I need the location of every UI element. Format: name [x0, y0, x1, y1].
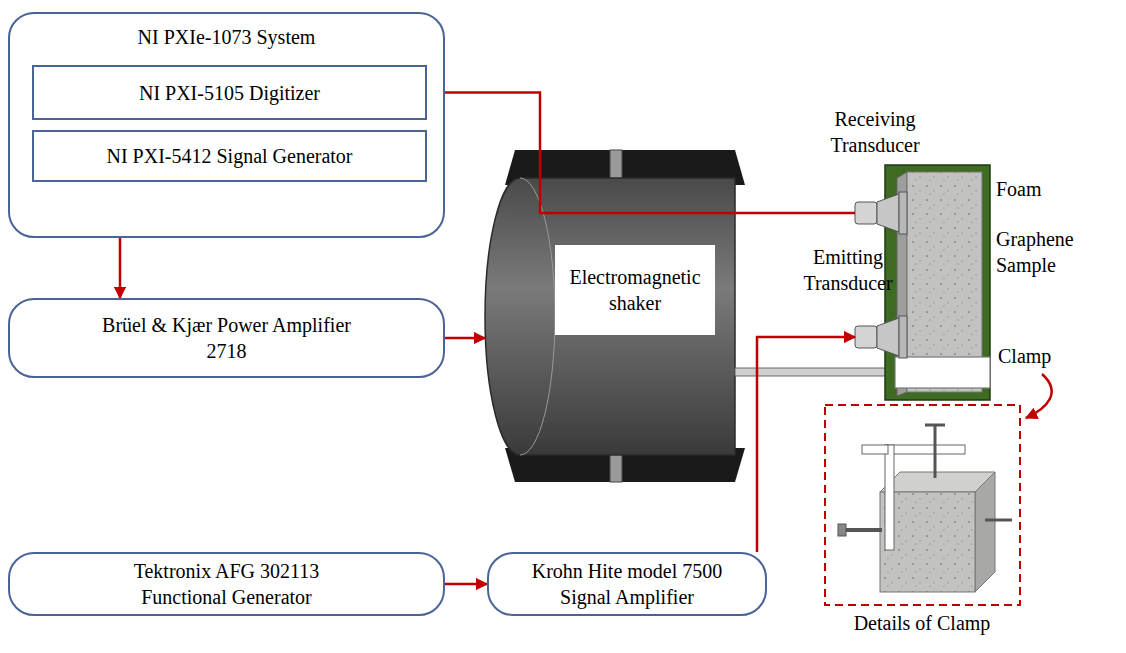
part-label: Clamp — [998, 343, 1068, 369]
amplifier-box: Brüel & Kjær Power Amplifier 2718 — [8, 298, 445, 378]
receiving-transducer-symbol — [855, 192, 907, 234]
signal-arrow — [119, 238, 122, 298]
clamp-bar — [895, 357, 990, 388]
node-text: Krohn Hite model 7500 Signal Amplifier — [512, 558, 742, 610]
part-label: Foam — [996, 176, 1076, 202]
signal-arrow — [445, 337, 485, 340]
node-text: Receiving Transducer — [820, 106, 930, 158]
part-label: Graphene Sample — [996, 226, 1106, 278]
emitting-transducer-symbol — [855, 316, 907, 358]
transducer-node: Emitting Transducer — [855, 316, 907, 358]
node-text: Emitting Transducer — [793, 244, 903, 296]
node-text: NI PXIe-1073 System — [138, 24, 316, 50]
generator-box: Tektronix AFG 302113 Functional Generato… — [8, 552, 445, 616]
node-text: NI PXI-5412 Signal Generator — [106, 143, 352, 169]
node-text: Brüel & Kjær Power Amplifier 2718 — [97, 312, 357, 364]
shaker-face — [520, 178, 555, 455]
shaker-body — [485, 178, 735, 455]
transducer-node: Receiving Transducer — [855, 192, 907, 234]
amplifier-box: Krohn Hite model 7500 Signal Amplifier — [487, 552, 767, 616]
node-text: Electromagnetic shaker — [555, 245, 715, 335]
foam — [885, 165, 990, 400]
details-frame — [825, 405, 1020, 605]
system-box: NI PXIe-1073 System NI PXI-5105 Digitizer… — [8, 12, 445, 238]
signal-arrow — [427, 93, 855, 214]
clamp-detail — [838, 425, 1012, 592]
shaker-node: Electromagnetic shaker — [485, 178, 737, 455]
part-label: Details of Clamp — [822, 610, 1022, 636]
signal-arrow — [445, 583, 487, 586]
module-box: NI PXI-5412 Signal Generator — [32, 130, 427, 182]
module-box: NI PXI-5105 Digitizer — [32, 65, 427, 120]
shaker-rod — [735, 368, 900, 376]
node-text: NI PXI-5105 Digitizer — [139, 80, 320, 106]
node-text: Tektronix AFG 302113 Functional Generato… — [97, 558, 357, 610]
signal-arrow — [757, 337, 855, 552]
callout-arrow — [1026, 374, 1052, 418]
